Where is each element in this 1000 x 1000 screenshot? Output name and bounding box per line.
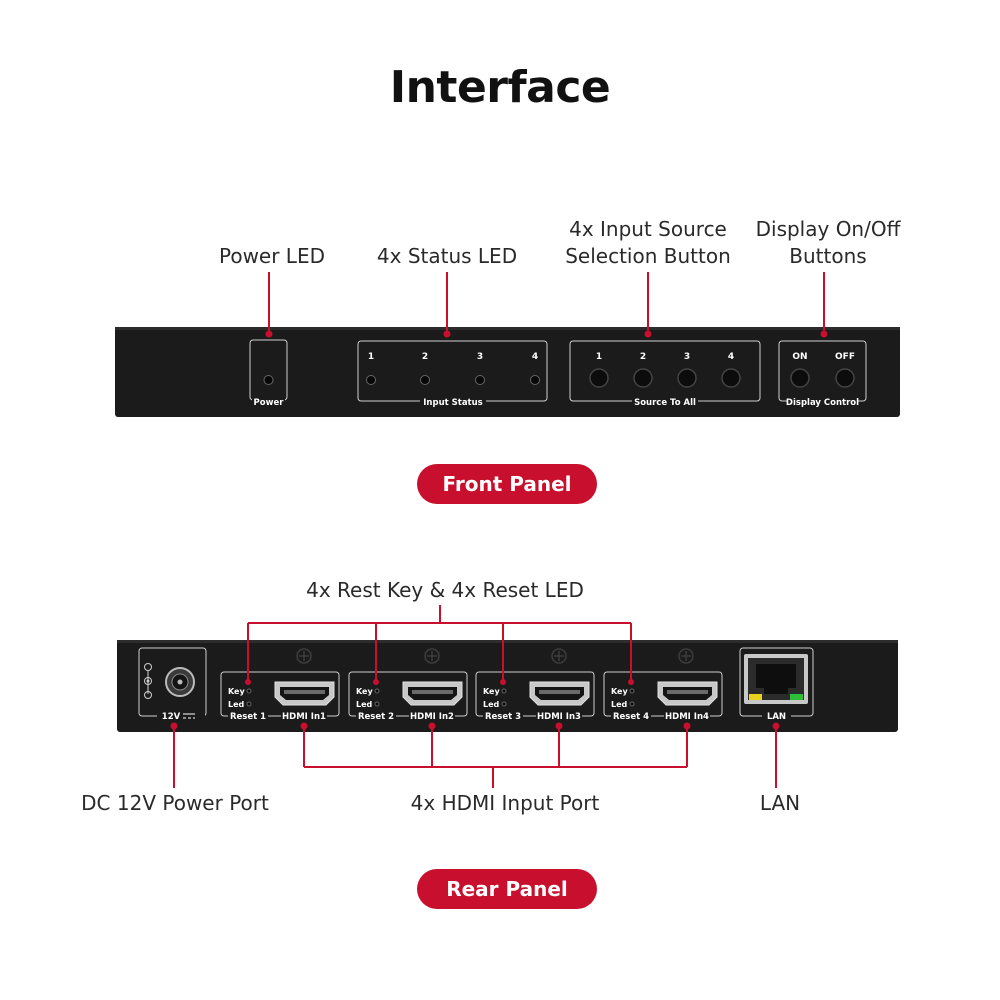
led-label-3: Led	[483, 700, 500, 709]
lan-port[interactable]	[744, 654, 808, 704]
callout-reset-key-led: 4x Rest Key & 4x Reset LED	[306, 578, 584, 602]
hdmi-port-3[interactable]	[529, 681, 590, 706]
reset-led-3	[501, 701, 507, 707]
power-led	[263, 375, 274, 385]
hdmi-port-group-4: Key Led Reset 4 HDMI In4	[603, 648, 723, 722]
source-button-4[interactable]	[721, 368, 741, 388]
on-label: ON	[792, 352, 807, 362]
status-number-2: 2	[422, 352, 428, 362]
lan-port-group: LAN	[739, 647, 814, 722]
hdmi-port-group-2: Key Led Reset 2 HDMI In2	[348, 648, 468, 722]
rear-leader-lines	[170, 605, 780, 788]
source-button-3[interactable]	[677, 368, 697, 388]
display-off-button[interactable]	[835, 368, 855, 388]
led-label-1: Led	[228, 700, 245, 709]
callout-power-led: Power LED	[218, 244, 325, 268]
reset-led-2	[374, 701, 380, 707]
led-label-4: Led	[611, 700, 628, 709]
screw-icon	[296, 648, 312, 664]
status-led-2	[420, 375, 430, 385]
front-panel: Power 1 2 3 4 Input Status 1 2 3 4	[115, 272, 900, 417]
dc-power-label: 12V	[162, 712, 181, 722]
reset-key-2[interactable]	[374, 688, 380, 694]
off-label: OFF	[835, 352, 855, 362]
hdmi-port-1[interactable]	[274, 681, 335, 706]
led-label-2: Led	[356, 700, 373, 709]
status-number-1: 1	[368, 352, 374, 362]
reset-label-1: Reset 1	[230, 712, 266, 722]
hdmi-in-label-3: HDMI In3	[537, 712, 581, 722]
polarity-icon	[144, 663, 152, 699]
callout-source-button-line1: 4x Input Source	[569, 217, 727, 241]
page-title: Interface	[389, 62, 611, 113]
reset-key-4[interactable]	[629, 688, 635, 694]
display-control-label: Display Control	[786, 398, 859, 408]
status-led-4	[530, 375, 540, 385]
key-label-2: Key	[356, 687, 373, 696]
lan-panel-label: LAN	[767, 712, 786, 722]
rear-panel: 12V Key Led Reset 1	[117, 605, 898, 788]
status-number-4: 4	[532, 352, 538, 362]
callout-dc-power-port: DC 12V Power Port	[81, 791, 269, 815]
callout-display-buttons-line2: Buttons	[789, 244, 867, 268]
source-button-2[interactable]	[633, 368, 653, 388]
hdmi-port-group-3: Key Led Reset 3 HDMI In3	[475, 648, 595, 722]
dc-power-port-group: 12V	[138, 647, 207, 722]
hdmi-in-label-4: HDMI In4	[665, 712, 709, 722]
power-led-group: Power	[249, 339, 288, 408]
input-status-group: 1 2 3 4 Input Status	[357, 340, 548, 408]
screw-icon	[551, 648, 567, 664]
status-led-3	[475, 375, 485, 385]
reset-led-1	[246, 701, 252, 707]
reset-label-2: Reset 2	[358, 712, 394, 722]
key-label-1: Key	[228, 687, 245, 696]
hdmi-port-2[interactable]	[402, 681, 463, 706]
display-control-group: ON OFF Display Control	[778, 340, 867, 408]
status-number-3: 3	[477, 352, 483, 362]
callout-status-led: 4x Status LED	[376, 244, 518, 268]
source-to-all-group: 1 2 3 4 Source To All	[569, 340, 761, 408]
callout-display-buttons: Display On/Off Buttons	[738, 216, 918, 270]
hdmi-port-4[interactable]	[657, 681, 718, 706]
hdmi-in-label-1: HDMI In1	[282, 712, 326, 722]
screw-icon	[678, 648, 694, 664]
power-panel-label: Power	[254, 398, 285, 408]
screw-icon	[424, 648, 440, 664]
hdmi-in-label-2: HDMI In2	[410, 712, 454, 722]
reset-led-4	[629, 701, 635, 707]
callout-hdmi-input-port: 4x HDMI Input Port	[410, 791, 600, 815]
source-button-1[interactable]	[589, 368, 609, 388]
front-panel-badge: Front Panel	[417, 464, 597, 504]
display-on-button[interactable]	[790, 368, 810, 388]
source-number-2: 2	[640, 352, 646, 362]
callout-display-buttons-line1: Display On/Off	[755, 217, 901, 241]
key-label-4: Key	[611, 687, 628, 696]
input-status-label: Input Status	[423, 398, 482, 408]
source-number-1: 1	[596, 352, 602, 362]
reset-key-1[interactable]	[246, 688, 252, 694]
callout-source-button-line2: Selection Button	[565, 244, 731, 268]
reset-label-4: Reset 4	[613, 712, 649, 722]
callout-lan: LAN	[759, 791, 801, 815]
source-number-3: 3	[684, 352, 690, 362]
source-number-4: 4	[728, 352, 734, 362]
reset-label-3: Reset 3	[485, 712, 521, 722]
status-led-1	[366, 375, 376, 385]
front-leader-lines	[265, 272, 828, 338]
callout-source-button: 4x Input Source Selection Button	[548, 216, 748, 270]
source-to-all-label: Source To All	[634, 398, 696, 408]
rear-panel-badge: Rear Panel	[417, 869, 597, 909]
key-label-3: Key	[483, 687, 500, 696]
hdmi-port-group-1: Key Led Reset 1 HDMI In1	[220, 648, 340, 722]
reset-key-3[interactable]	[501, 688, 507, 694]
